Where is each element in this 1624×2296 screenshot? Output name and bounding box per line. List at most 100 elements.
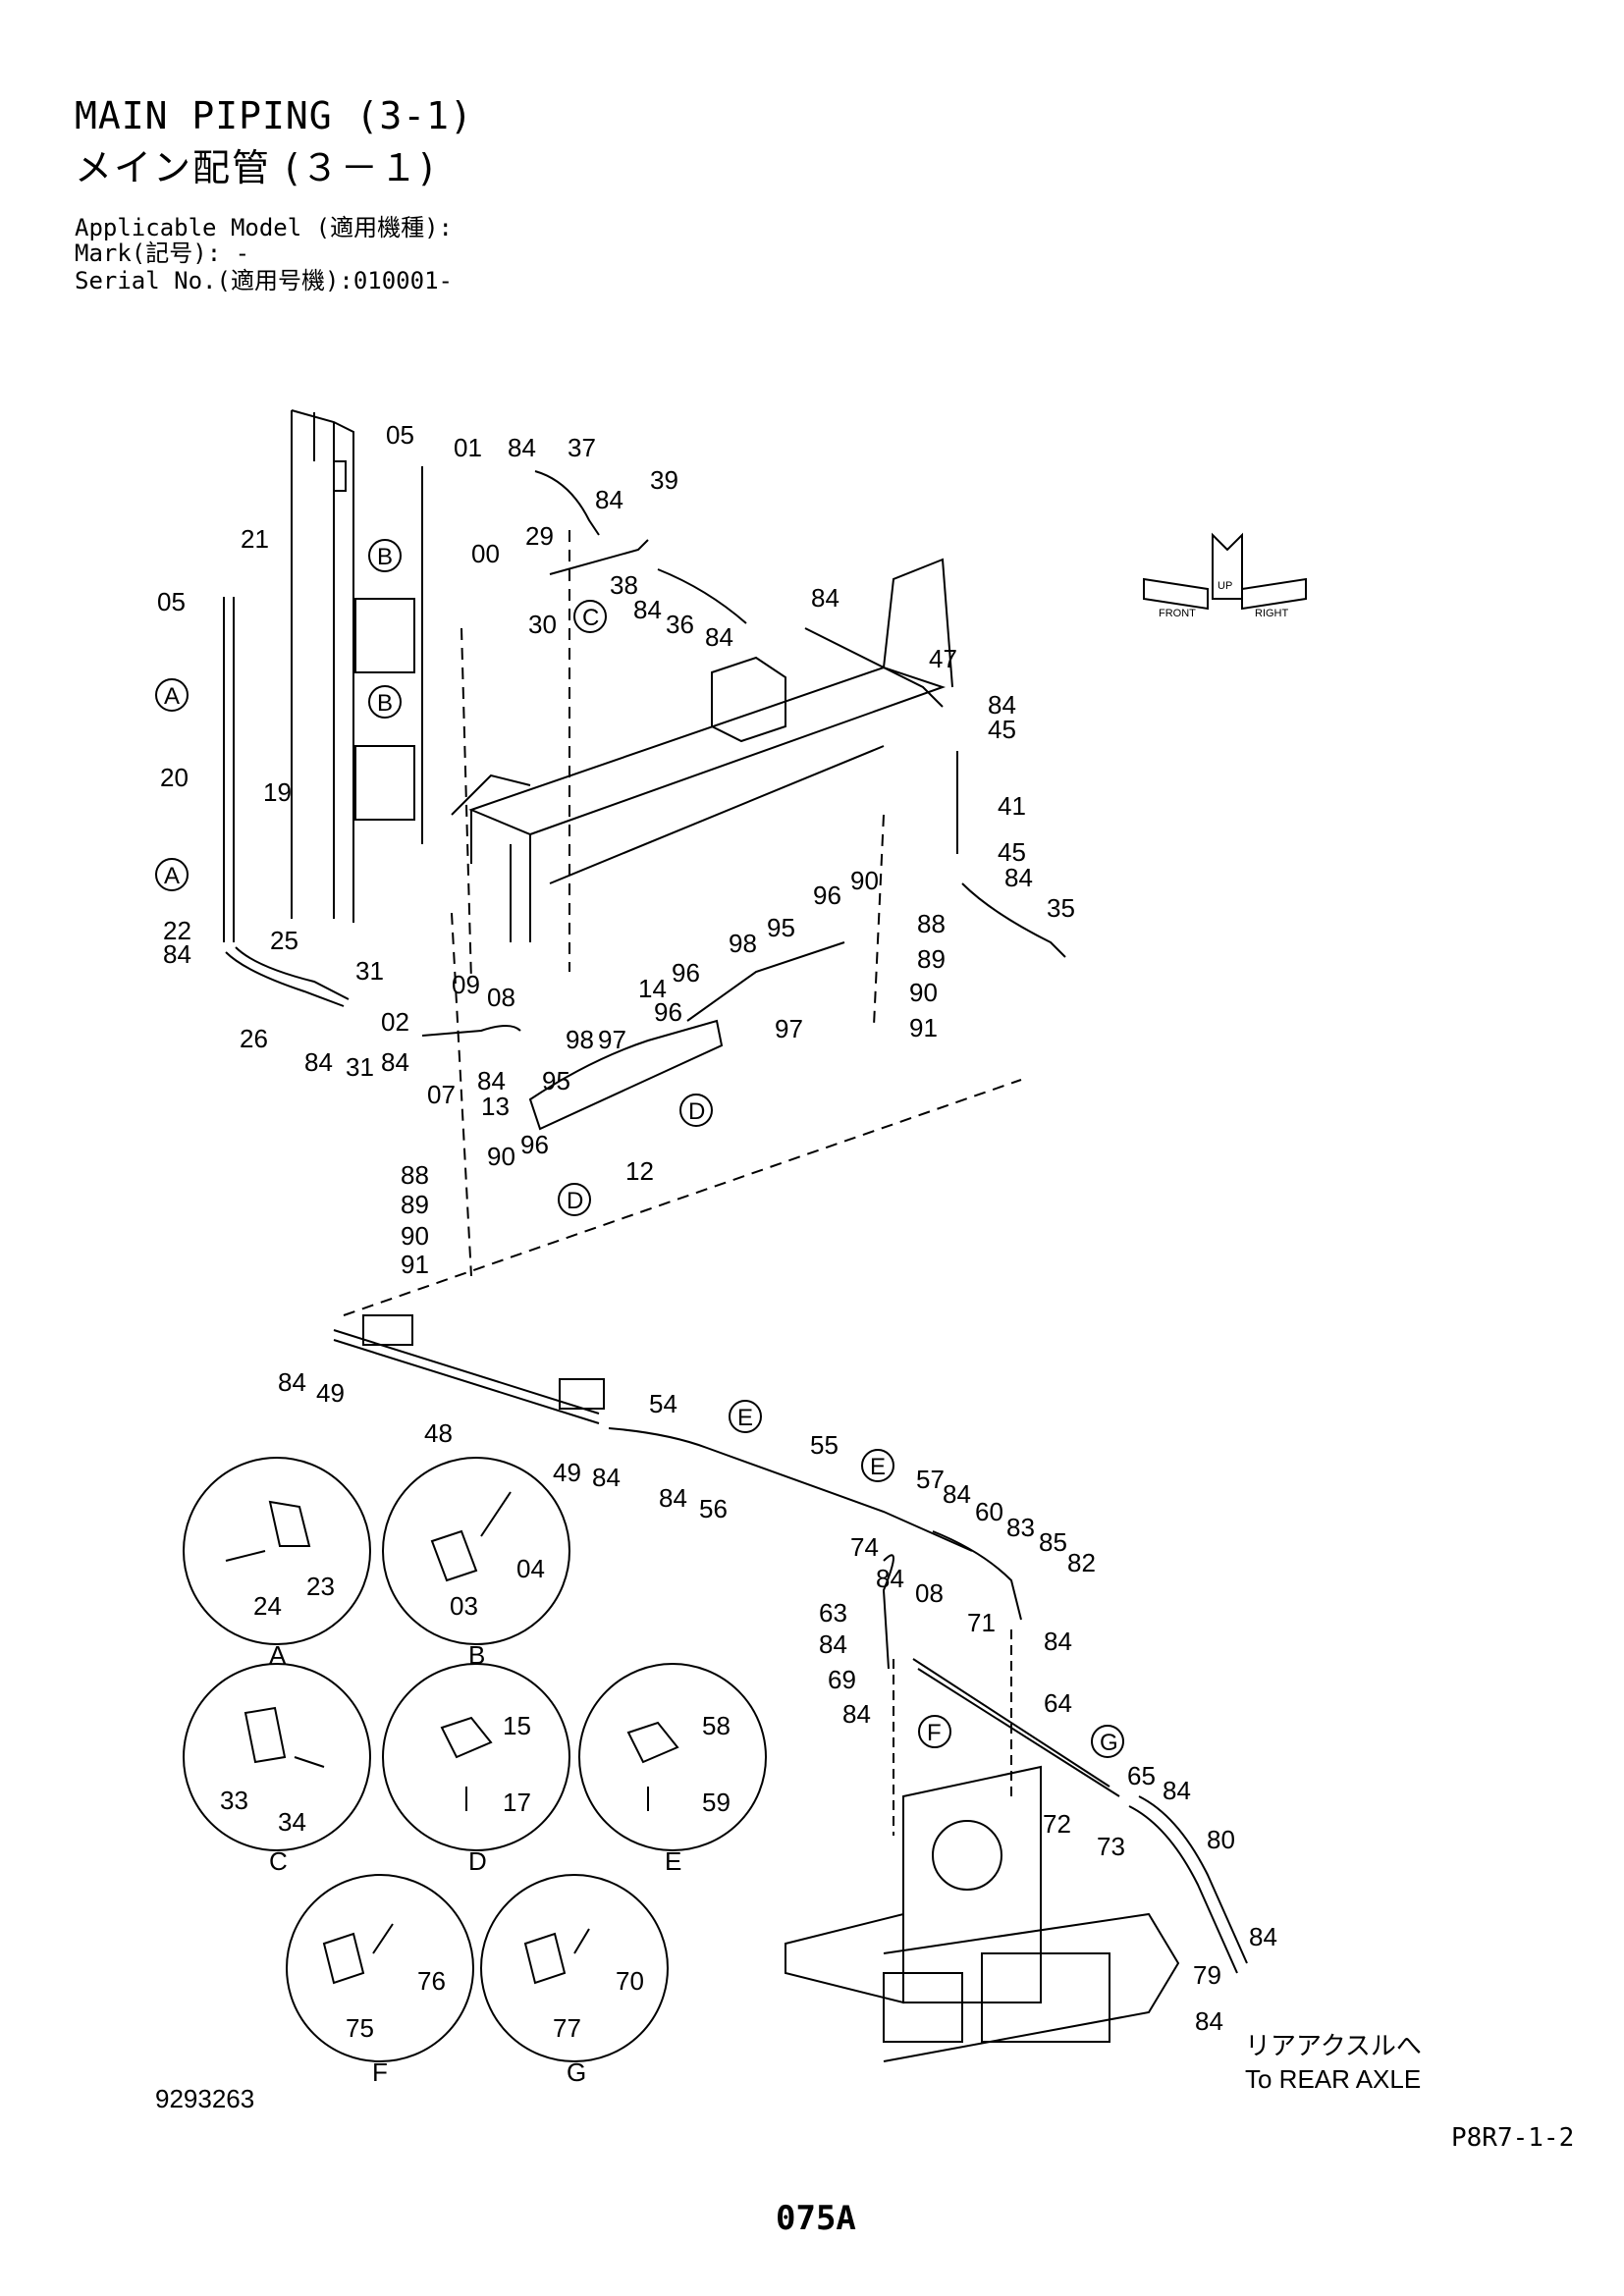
callout: 85 bbox=[1039, 1527, 1067, 1557]
callout: 96 bbox=[672, 958, 700, 988]
drawing-number: 9293263 bbox=[155, 2084, 255, 2113]
callout: 47 bbox=[929, 644, 957, 673]
callout: 95 bbox=[767, 913, 795, 942]
callout: 38 bbox=[610, 570, 638, 600]
callout: 12 bbox=[625, 1156, 654, 1186]
callout: 08 bbox=[487, 983, 515, 1012]
callout: 37 bbox=[568, 433, 596, 462]
callout: 82 bbox=[1067, 1548, 1096, 1577]
callout: 45 bbox=[998, 837, 1026, 867]
title-japanese: メイン配管 (３－１) bbox=[75, 146, 436, 189]
detail-part: 75 bbox=[346, 2013, 374, 2043]
callout: 84 bbox=[1249, 1922, 1277, 1951]
direction-indicator: FRONT RIGHT UP bbox=[1143, 532, 1307, 619]
callout: 21 bbox=[241, 524, 269, 554]
applicable-model-label: Applicable Model (適用機種): bbox=[75, 214, 453, 241]
structure-lines bbox=[223, 409, 1248, 2062]
callout: 84 bbox=[988, 690, 1016, 720]
callout: 84 bbox=[811, 583, 839, 613]
callout: 31 bbox=[355, 956, 384, 986]
callout: 83 bbox=[1006, 1513, 1035, 1542]
section-markers: B B A A C D D E E F G bbox=[155, 539, 1124, 1758]
callout: 73 bbox=[1097, 1832, 1125, 1861]
callout: 64 bbox=[1044, 1688, 1072, 1718]
detail-part: 70 bbox=[616, 1966, 644, 1996]
callout: 89 bbox=[401, 1190, 429, 1219]
detail-labels: A 23 24 B 04 03 C 33 34 D 15 17 E 58 59 … bbox=[220, 1554, 731, 2087]
detail-part: 15 bbox=[503, 1711, 531, 1740]
callout: 55 bbox=[810, 1430, 839, 1460]
callout: 84 bbox=[278, 1367, 306, 1397]
detail-view-letter: G bbox=[567, 2057, 586, 2087]
detail-part: 33 bbox=[220, 1786, 248, 1815]
callout: 65 bbox=[1127, 1761, 1156, 1790]
serial-label: Serial No.(適用号機):010001- bbox=[75, 267, 453, 294]
callout: 84 bbox=[595, 485, 623, 514]
callout: 80 bbox=[1207, 1825, 1235, 1854]
detail-part: 17 bbox=[503, 1788, 531, 1817]
callout: 90 bbox=[850, 866, 879, 895]
callout: 84 bbox=[705, 622, 733, 652]
callout: 96 bbox=[654, 997, 682, 1027]
callout: 98 bbox=[566, 1025, 594, 1054]
callout: 89 bbox=[917, 944, 946, 974]
mark-label: Mark(記号): - bbox=[75, 240, 250, 267]
callout: 84 bbox=[592, 1463, 621, 1492]
detail-view-letter: B bbox=[468, 1640, 485, 1670]
callout: 84 bbox=[1044, 1627, 1072, 1656]
callout: 97 bbox=[598, 1025, 626, 1054]
callout: 63 bbox=[819, 1598, 847, 1628]
callout: 26 bbox=[240, 1024, 268, 1053]
callout-labels: 05 01 84 37 39 84 29 38 30 84 36 84 84 4… bbox=[157, 420, 1277, 2036]
detail-circles bbox=[183, 1457, 767, 2062]
callout: 25 bbox=[270, 926, 298, 955]
callout: 57 bbox=[916, 1465, 945, 1494]
section-marker: B bbox=[377, 690, 393, 717]
section-marker: F bbox=[927, 1720, 942, 1746]
callout: 22 bbox=[163, 916, 191, 945]
callout: 84 bbox=[477, 1066, 506, 1095]
rear-axle-note-en: To REAR AXLE bbox=[1245, 2064, 1421, 2094]
section-marker: B bbox=[377, 544, 393, 570]
section-marker: C bbox=[582, 605, 599, 631]
callout: 90 bbox=[909, 978, 938, 1007]
detail-view-letter: E bbox=[665, 1846, 681, 1876]
callout: 84 bbox=[508, 433, 536, 462]
title-english: MAIN PIPING (3-1) bbox=[75, 94, 473, 137]
detail-part: 04 bbox=[516, 1554, 545, 1583]
callout: 90 bbox=[401, 1221, 429, 1251]
rear-axle-note-jp: リアアクスルへ bbox=[1245, 2031, 1422, 2060]
direction-right-label: RIGHT bbox=[1255, 608, 1289, 619]
section-marker: A bbox=[164, 863, 180, 889]
callout: 90 bbox=[487, 1142, 515, 1171]
section-marker: E bbox=[870, 1454, 886, 1480]
callout: 84 bbox=[819, 1629, 847, 1659]
detail-part: 34 bbox=[278, 1807, 306, 1837]
callout: 54 bbox=[649, 1389, 677, 1418]
callout: 96 bbox=[520, 1130, 549, 1159]
callout: 69 bbox=[828, 1665, 856, 1694]
callout: 88 bbox=[917, 909, 946, 938]
callout: 56 bbox=[699, 1494, 728, 1523]
callout: 49 bbox=[316, 1378, 345, 1408]
callout: 71 bbox=[967, 1608, 996, 1637]
detail-part: 23 bbox=[306, 1572, 335, 1601]
callout: 35 bbox=[1047, 893, 1075, 923]
callout: 84 bbox=[1163, 1776, 1191, 1805]
callout: 74 bbox=[850, 1532, 879, 1562]
callout: 41 bbox=[998, 791, 1026, 821]
callout: 84 bbox=[943, 1479, 971, 1509]
callout: 05 bbox=[386, 420, 414, 450]
section-marker: G bbox=[1100, 1730, 1118, 1756]
callout: 79 bbox=[1193, 1960, 1221, 1990]
detail-view-letter: A bbox=[269, 1640, 287, 1670]
callout: 60 bbox=[975, 1497, 1003, 1526]
callout: 19 bbox=[263, 777, 292, 807]
direction-up-label: UP bbox=[1218, 580, 1232, 592]
callout: 05 bbox=[157, 587, 186, 616]
detail-part: 03 bbox=[450, 1591, 478, 1621]
detail-part: 77 bbox=[553, 2013, 581, 2043]
page-reference: P8R7-1-2 bbox=[1451, 2123, 1575, 2153]
callout: 84 bbox=[633, 595, 662, 624]
callout: 14 bbox=[638, 974, 667, 1003]
